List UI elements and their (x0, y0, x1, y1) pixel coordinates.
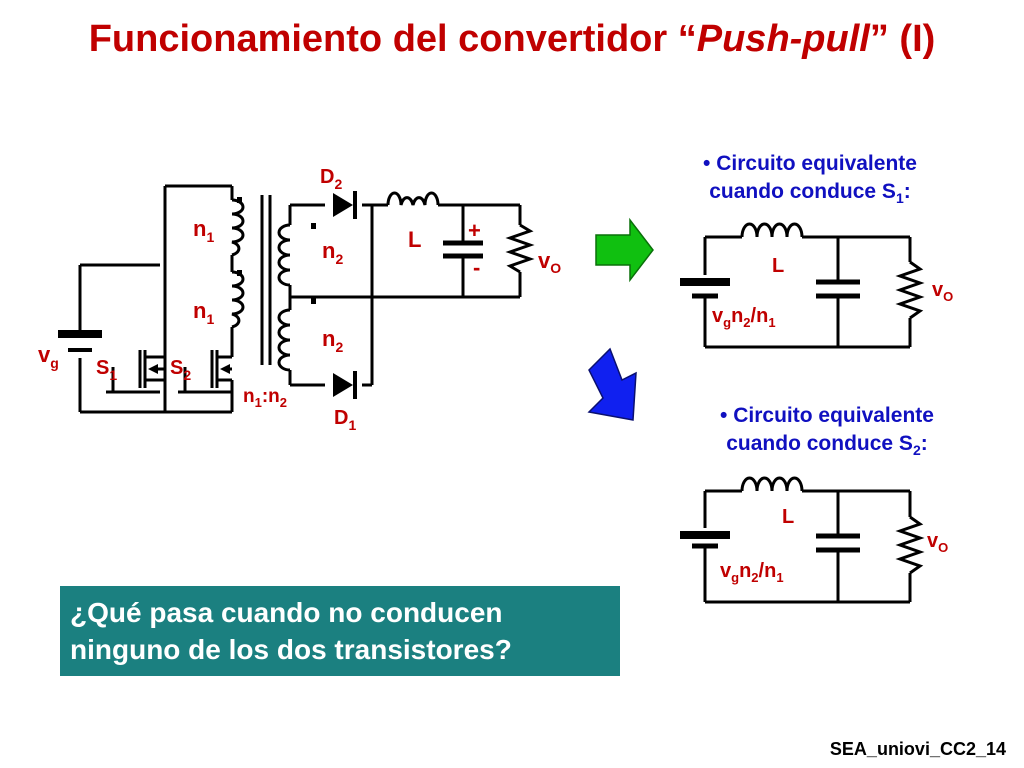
equiv1-heading: • Circuito equivalente cuando conduce S1… (703, 152, 917, 207)
main-circuit (78, 184, 522, 414)
label-turns-ratio: n1:n2 (243, 386, 287, 410)
equiv2-heading: • Circuito equivalente cuando conduce S2… (720, 404, 934, 459)
secondary-coil-bottom (277, 308, 291, 372)
polarity-dot (237, 270, 242, 276)
label-d1: D1 (334, 407, 356, 433)
label-s1: S1 (96, 357, 117, 383)
label-minus: - (473, 255, 480, 280)
equiv2-label-source: vgn2/n1 (720, 560, 784, 585)
equiv1-battery (680, 278, 730, 286)
s2-arrow-icon (220, 364, 230, 374)
equiv1-label-l: L (772, 255, 784, 277)
label-s2: S2 (170, 357, 191, 383)
output-resistor (505, 223, 535, 274)
equiv1-label-vo: vO (932, 279, 953, 304)
polarity-dot (237, 197, 242, 203)
battery-vg (58, 330, 102, 352)
equiv2-battery (680, 531, 730, 539)
label-n1-top: n1 (193, 216, 214, 245)
equiv1-label-source: vgn2/n1 (712, 305, 776, 330)
blue-arrow-icon (587, 347, 637, 421)
label-n2-bottom: n2 (322, 326, 343, 355)
label-vg: vg (38, 342, 59, 371)
primary-coil-top (231, 198, 245, 257)
equiv2-label-vo: vO (927, 530, 948, 555)
label-plus: + (468, 218, 481, 243)
secondary-coil-top (277, 223, 291, 287)
label-n2-top: n2 (322, 238, 343, 267)
slide-footer: SEA_uniovi_CC2_14 (829, 739, 1006, 759)
question-line-1: ¿Qué pasa cuando no conducen (70, 597, 503, 628)
label-l: L (408, 227, 421, 252)
primary-coil-bottom (231, 270, 245, 329)
polarity-dot (311, 298, 316, 304)
slide-title: Funcionamiento del convertidor “Push-pul… (88, 18, 936, 60)
output-inductor (386, 191, 440, 206)
question-line-2: ninguno de los dos transistores? (70, 634, 512, 665)
diode-d2 (333, 191, 357, 219)
question-box: ¿Qué pasa cuando no conducen ninguno de … (60, 586, 620, 676)
label-vo: vO (538, 248, 561, 276)
label-n1-bottom: n1 (193, 298, 214, 327)
green-arrow-icon (595, 217, 654, 283)
equiv2-label-l: L (782, 506, 794, 528)
equiv-circuit-1 (703, 222, 925, 349)
output-capacitor (443, 240, 483, 259)
polarity-dot (311, 223, 316, 229)
label-d2: D2 (320, 166, 342, 192)
equiv-circuit-2 (703, 476, 925, 604)
s1-arrow-icon (148, 364, 158, 374)
diode-d1 (333, 371, 357, 399)
